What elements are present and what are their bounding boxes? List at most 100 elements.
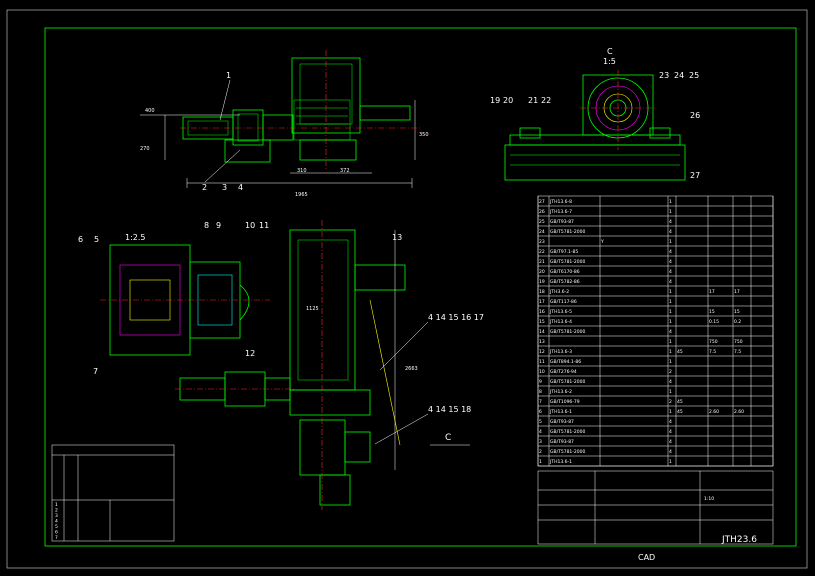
parts-table-cell: 750 bbox=[709, 339, 718, 345]
parts-table-cell: GB/T6170-86 bbox=[550, 269, 580, 275]
parts-table-cell: 12 bbox=[539, 349, 545, 355]
label-20: 20 bbox=[503, 96, 513, 105]
side-table-row-number: 6 bbox=[55, 530, 58, 536]
parts-table-cell: 21 bbox=[539, 259, 545, 265]
label-21: 21 bbox=[528, 96, 538, 105]
view-arrow-c: C bbox=[445, 433, 451, 443]
parts-table-cell: 750 bbox=[734, 339, 743, 345]
parts-table-cell: 1 bbox=[669, 389, 672, 395]
parts-table-cell: GB/T5781-2000 bbox=[550, 329, 586, 335]
label-1: 1 bbox=[226, 71, 231, 80]
label-24: 24 bbox=[674, 71, 684, 80]
parts-table-cell: 4 bbox=[669, 269, 672, 275]
label-8: 8 bbox=[204, 221, 209, 230]
parts-table-cell: 1 bbox=[669, 299, 672, 305]
side-table-row-number: 7 bbox=[55, 535, 58, 541]
drawing-number: JTH23.6 bbox=[721, 535, 757, 545]
parts-table-cell: GB/T93-87 bbox=[550, 439, 574, 445]
label-14-a: 4 14 15 16 17 bbox=[428, 313, 484, 322]
parts-table-cell: 2 bbox=[669, 399, 672, 405]
label-3: 3 bbox=[222, 183, 227, 192]
parts-table-cell: 5 bbox=[539, 419, 542, 425]
parts-table-cell: JTH13.6-1 bbox=[549, 459, 572, 465]
label-14-b: 4 14 15 18 bbox=[428, 405, 471, 414]
main-assembly-front-view bbox=[289, 220, 406, 510]
parts-table-cell: 1 bbox=[669, 309, 672, 315]
label-13: 13 bbox=[392, 233, 402, 242]
parts-table-cell: JTH13.6-2 bbox=[549, 389, 572, 395]
dim-350: 350 bbox=[419, 132, 429, 138]
side-spec-table bbox=[51, 444, 175, 542]
parts-table-cell: GB/T5781-2000 bbox=[550, 379, 586, 385]
parts-table-cell: GB/T5781-2000 bbox=[550, 259, 586, 265]
label-4: 4 bbox=[238, 183, 243, 192]
parts-table-cell: JTH3.6-2 bbox=[549, 289, 569, 295]
footer-cad: CAD bbox=[638, 553, 655, 562]
parts-table-cell: 1 bbox=[669, 319, 672, 325]
parts-table-cell: 26 bbox=[539, 209, 545, 215]
parts-table-cell: 1 bbox=[669, 289, 672, 295]
parts-table-cell: 27 bbox=[539, 199, 545, 205]
parts-table-cell: 15 bbox=[539, 319, 545, 325]
parts-table-cell: 45 bbox=[677, 409, 683, 415]
parts-table-cell: GB/T276-94 bbox=[550, 369, 577, 375]
parts-table-cell: GB/T117-86 bbox=[550, 299, 577, 305]
parts-table-cell: 1 bbox=[669, 339, 672, 345]
parts-table-cell: 24 bbox=[539, 229, 545, 235]
parts-table-cell: 22 bbox=[539, 249, 545, 255]
label-19: 19 bbox=[490, 96, 500, 105]
parts-table-cell: GB/T1096-79 bbox=[550, 399, 580, 405]
side-table-row-number: 2 bbox=[55, 508, 58, 514]
parts-table-cell: 1 bbox=[669, 239, 672, 245]
label-2: 2 bbox=[202, 183, 207, 192]
dim-1125: 1125 bbox=[306, 306, 319, 312]
parts-table-cell: JTH13.6-1 bbox=[549, 409, 572, 415]
main-assembly-side-view bbox=[140, 50, 420, 188]
parts-table-cell: 18 bbox=[539, 289, 545, 295]
parts-table-cell: 17 bbox=[734, 289, 740, 295]
parts-table-cell: GB/T93-87 bbox=[550, 219, 574, 225]
outer-frame bbox=[6, 9, 808, 569]
label-10: 10 bbox=[245, 221, 255, 230]
detail-scale: 1:2.5 bbox=[125, 233, 146, 242]
parts-table-cell: 17 bbox=[709, 289, 715, 295]
label-27: 27 bbox=[690, 171, 700, 180]
parts-table-cell: 1 bbox=[669, 409, 672, 415]
parts-table-cell: 1 bbox=[669, 359, 672, 365]
label-12: 12 bbox=[245, 349, 255, 358]
parts-table-cell: 20 bbox=[539, 269, 545, 275]
parts-table-cell: JTH13.6-7 bbox=[549, 209, 572, 215]
parts-table-cell: GB/T93-87 bbox=[550, 419, 574, 425]
parts-table-cell: 4 bbox=[669, 229, 672, 235]
parts-table-cell: 4 bbox=[669, 279, 672, 285]
parts-table-cell: 10 bbox=[539, 369, 545, 375]
label-25: 25 bbox=[689, 71, 699, 80]
parts-table-cell: JTH13.6-5 bbox=[549, 309, 572, 315]
side-table-row-number: 3 bbox=[55, 513, 58, 519]
parts-table-cell: 4 bbox=[669, 439, 672, 445]
parts-table-cell: 23 bbox=[539, 239, 545, 245]
label-5: 5 bbox=[94, 235, 99, 244]
label-11: 11 bbox=[259, 221, 269, 230]
parts-table-cell: GB/T5781-2000 bbox=[550, 429, 586, 435]
label-9: 9 bbox=[216, 221, 221, 230]
view-c-title: C bbox=[607, 47, 613, 56]
dim-310: 310 bbox=[297, 168, 307, 174]
dim-2663: 2663 bbox=[405, 366, 418, 372]
parts-table-cell: 0.15 bbox=[709, 319, 719, 325]
parts-table-cell: 4 bbox=[539, 429, 542, 435]
parts-table-cell: 15 bbox=[709, 309, 715, 315]
parts-table-cell: 19 bbox=[539, 279, 545, 285]
parts-table-cell: 15 bbox=[734, 309, 740, 315]
parts-table-cell: GB/T5782-86 bbox=[550, 279, 580, 285]
parts-table-cell: GB/T97.1-85 bbox=[550, 249, 578, 255]
parts-table-cell: 6 bbox=[539, 409, 542, 415]
parts-table-cell: 25 bbox=[539, 219, 545, 225]
parts-table-cell: 11 bbox=[539, 359, 545, 365]
parts-table-cell: 7.5 bbox=[709, 349, 716, 355]
parts-table-cell: 4 bbox=[669, 379, 672, 385]
dim-1965: 1965 bbox=[295, 192, 308, 198]
label-23: 23 bbox=[659, 71, 669, 80]
parts-table-cell: Y bbox=[600, 239, 604, 245]
